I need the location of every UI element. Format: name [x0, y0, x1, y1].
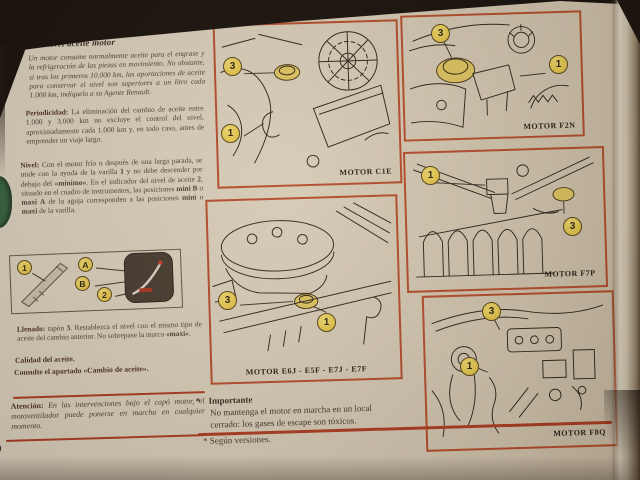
intro-paragraph: Un motor consume normalmente aceite para… [28, 48, 206, 100]
gauge-red-marking [139, 287, 153, 293]
callout-c1e-3: 3 [223, 57, 242, 76]
engine-label-f7p: MOTOR F7P [544, 268, 596, 279]
engine-box-motor-f8q: MOTOR F8Q [421, 290, 619, 452]
callout-mini-b: B [75, 276, 90, 291]
cooling-fan-drawing [318, 31, 378, 91]
callout-indicador-2: 2 [97, 287, 112, 302]
engine-line-art-c1e [220, 31, 391, 168]
green-index-tab [0, 176, 12, 228]
nivel-label: Nivel: [20, 160, 40, 170]
oil-filler-cap-highlight [552, 187, 575, 202]
red-divider-left-bottom [6, 434, 205, 443]
footnote-segun-versiones: * Según versiones. [202, 433, 271, 447]
callout-f7p-1: 1 [421, 166, 440, 185]
oil-gauge-photo [123, 251, 174, 303]
engine-label-f8q: MOTOR F8Q [553, 427, 606, 439]
callout-varilla-1: 1 [17, 260, 32, 275]
dipstick-gauge-line-art [20, 251, 174, 308]
nivel-paragraph: Nivel: Con el motor frío o después de un… [20, 155, 204, 217]
callout-f2n-1: 1 [549, 55, 568, 74]
callout-f8q-3: 3 [482, 302, 501, 321]
llenado-paragraph: Llenado: tapón 3. Restablezca el nivel c… [16, 319, 202, 344]
periodicidad-paragraph: Periodicidad: La eliminación del cambio … [25, 103, 204, 145]
dipstick-hook-drawing [363, 296, 382, 345]
importante-marker: * [195, 396, 201, 407]
dipstick-drawing [20, 262, 69, 308]
engine-label-e6j: MOTOR E6J - E5F - E7J - E7F [245, 364, 368, 377]
atencion-paragraph: Atención: En las intervenciones bajo el … [10, 396, 206, 431]
strut-brace-drawing [413, 156, 594, 200]
ribbed-pulley-drawing [528, 94, 558, 103]
gauge-needle-tip [158, 260, 163, 265]
air-cleaner-drawing [220, 220, 335, 272]
engine-box-motor-e6j: MOTOR E6J - E5F - E7J - E7F [205, 194, 403, 385]
intake-manifold-drawing [422, 228, 544, 278]
engine-line-art-f2n [408, 23, 569, 128]
engine-box-motor-c1e: MOTOR C1E [212, 19, 403, 189]
bottom-shadow [0, 456, 640, 480]
engine-label-c1e: MOTOR C1E [339, 166, 393, 178]
dipstick-hook-drawing [261, 111, 280, 138]
callout-f2n-3: 3 [431, 24, 450, 43]
calidad-line-2: Consulte el apartado «Cambio de aceite». [13, 364, 149, 377]
dark-left-edge [0, 46, 5, 178]
calidad-line-1: Calidad del aceite. [14, 354, 75, 365]
engine-line-art-e6j [212, 202, 392, 352]
engine-label-f2n: MOTOR F2N [523, 120, 576, 132]
importante-title: Importante [208, 394, 253, 406]
page-number: 0 [0, 443, 2, 455]
engine-line-art-f7p [413, 156, 594, 278]
engine-box-motor-f2n: MOTOR F2N [400, 10, 585, 142]
callout-e6j-1: 1 [317, 313, 336, 332]
engine-box-motor-f7p: MOTOR F7P [402, 146, 609, 293]
engine-line-art-f8q [431, 304, 604, 438]
callout-maxi-a: A [78, 257, 93, 272]
callout-f8q-1: 1 [460, 357, 479, 376]
oil-filler-cap-highlight [436, 57, 476, 84]
dipstick-gauge-diagram [8, 248, 184, 315]
shadow-corner-bottom-right [604, 390, 640, 480]
valve-cover-drawing [506, 327, 562, 353]
oil-filler-cap-highlight [273, 64, 301, 81]
callout-e6j-3: 3 [218, 291, 237, 310]
callout-c1e-1: 1 [221, 124, 240, 143]
atencion-label: Atención: [10, 400, 44, 411]
llenado-label: Llenado: [16, 323, 46, 334]
callout-f7p-3: 3 [563, 217, 582, 236]
